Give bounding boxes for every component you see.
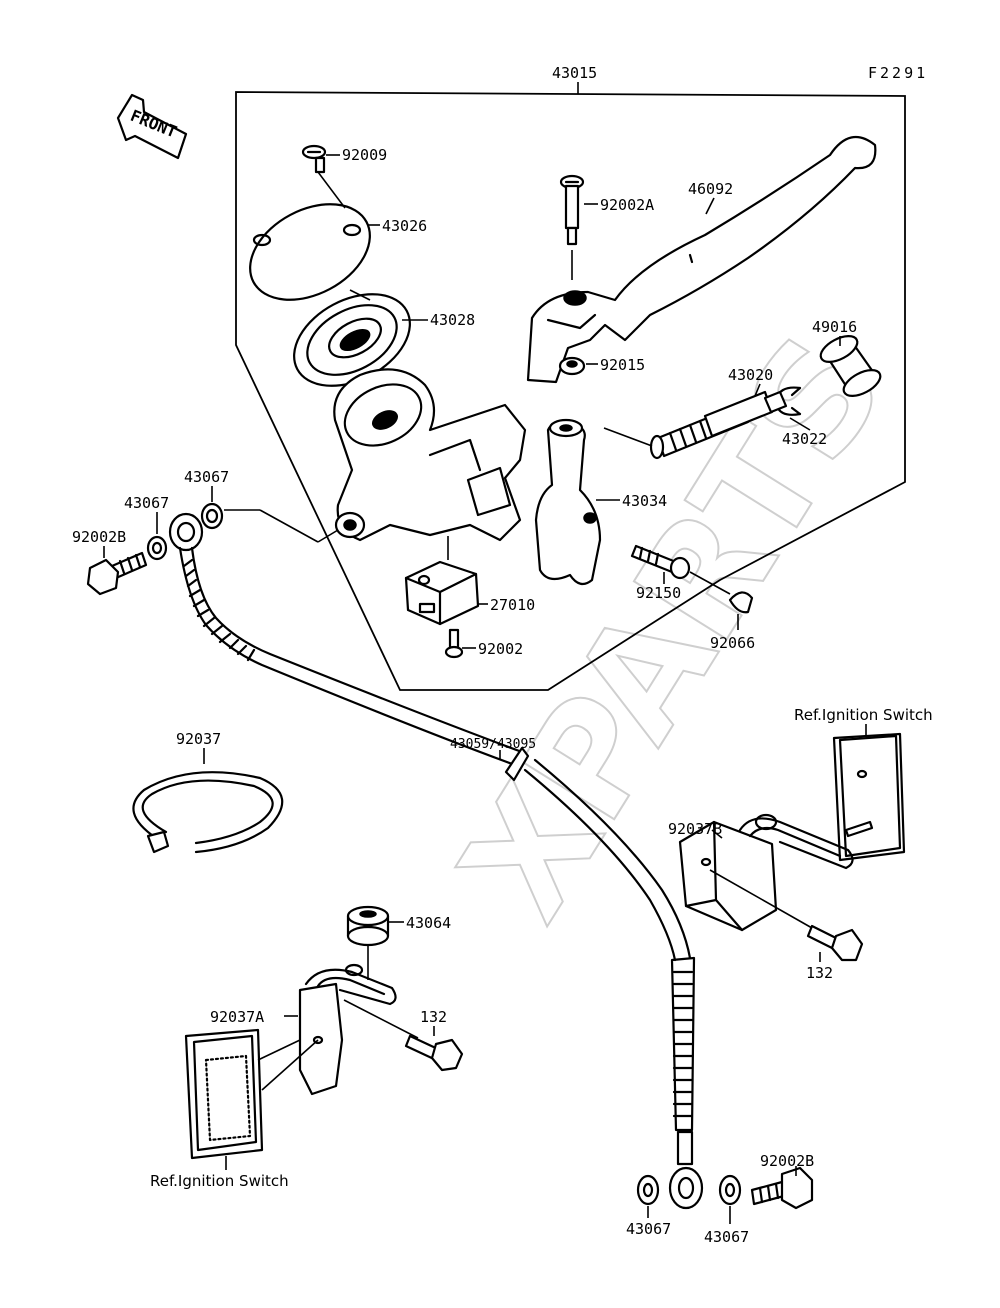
ref-ignition-switch-right: Ref.Ignition Switch <box>794 706 933 724</box>
boot-49016-icon <box>819 335 882 397</box>
bracket-92037A-icon <box>298 963 397 1096</box>
label-43028: 43028 <box>430 311 475 329</box>
diaphragm-43028-icon <box>293 293 411 387</box>
screw-92009-icon <box>301 144 327 174</box>
label-92002A: 92002A <box>600 196 654 214</box>
bolt-132-right-icon <box>806 924 864 962</box>
label-43067-left-b: 43067 <box>124 494 169 512</box>
label-92037: 92037 <box>176 730 221 748</box>
label-43067-left-a: 43067 <box>184 468 229 486</box>
bracket-92037B-icon <box>678 813 854 932</box>
label-43067-bottom-b: 43067 <box>704 1228 749 1246</box>
label-43059-43095: 43059/43095 <box>450 737 536 752</box>
label-43064: 43064 <box>406 914 451 932</box>
brake-hose-43059-icon <box>178 546 696 1166</box>
label-49016: 49016 <box>812 318 857 336</box>
ignition-switch-plate-left-icon <box>184 1028 264 1160</box>
washer-43067-left-b-icon <box>146 535 168 561</box>
brake-switch-27010-icon <box>404 560 480 626</box>
label-43067-bottom-a: 43067 <box>626 1220 671 1238</box>
washer-43067-left-a-icon <box>200 502 224 530</box>
label-92150: 92150 <box>636 584 681 602</box>
banjo-bolt-92002B-bottom-icon <box>750 1166 814 1210</box>
banjo-fitting-left-icon <box>168 512 204 552</box>
label-92002B-left: 92002B <box>72 528 126 546</box>
label-46092: 46092 <box>688 180 733 198</box>
reservoir-cap-43026-icon <box>249 203 371 301</box>
nut-92015-icon <box>558 356 586 376</box>
banjo-bolt-92002B-left-icon <box>86 551 148 596</box>
brake-lever-46092-icon <box>526 135 877 384</box>
washer-43067-bottom-b-icon <box>718 1174 742 1206</box>
label-43015: 43015 <box>552 64 597 82</box>
assembly-frame-43015 <box>235 91 906 691</box>
figure-code: F2291 <box>868 64 928 82</box>
cap-92066-icon <box>728 591 754 614</box>
piston-43020-icon <box>649 390 788 460</box>
label-92002: 92002 <box>478 640 523 658</box>
label-132-left: 132 <box>420 1008 447 1026</box>
ref-ignition-switch-left: Ref.Ignition Switch <box>150 1172 289 1190</box>
ignition-switch-plate-right-icon <box>832 732 906 862</box>
label-43020: 43020 <box>728 366 773 384</box>
clamp-band-92037-icon <box>132 771 284 854</box>
bolt-132-left-icon <box>404 1034 464 1072</box>
label-43034: 43034 <box>622 492 667 510</box>
washer-43067-bottom-a-icon <box>636 1174 660 1206</box>
holder-clamp-43034-icon <box>534 418 602 586</box>
grommet-43064-icon <box>346 905 390 947</box>
master-cylinder-body-icon <box>333 368 527 542</box>
label-92037B: 92037B <box>668 820 722 838</box>
label-92037A: 92037A <box>210 1008 264 1026</box>
label-132-right: 132 <box>806 964 833 982</box>
label-43022: 43022 <box>782 430 827 448</box>
label-92015: 92015 <box>600 356 645 374</box>
label-27010: 27010 <box>490 596 535 614</box>
banjo-fitting-bottom-icon <box>668 1166 704 1210</box>
label-92002B-bottom: 92002B <box>760 1152 814 1170</box>
label-92009: 92009 <box>342 146 387 164</box>
label-43026: 43026 <box>382 217 427 235</box>
label-92066: 92066 <box>710 634 755 652</box>
pivot-bolt-92002A-icon <box>559 174 585 246</box>
front-arrow-icon: FRONT <box>116 93 188 160</box>
screw-92002-icon <box>444 628 464 659</box>
bolt-92150-icon <box>630 544 691 580</box>
